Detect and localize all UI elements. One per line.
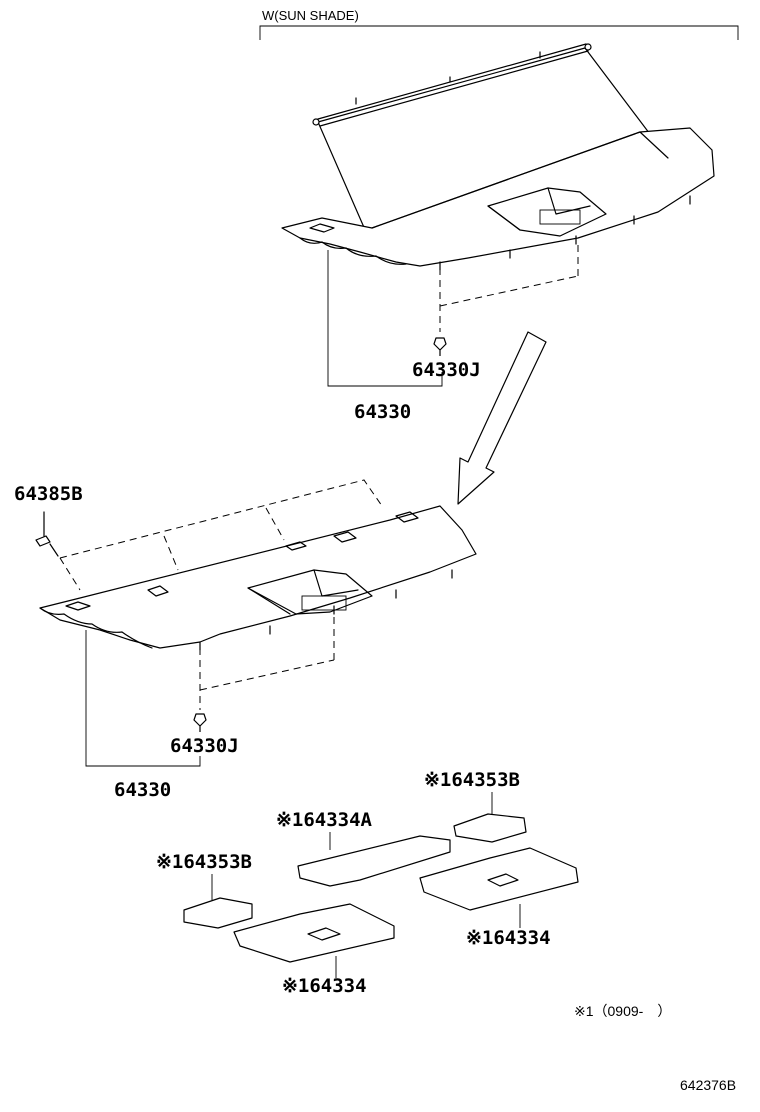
mat-left-small	[183, 897, 253, 929]
upper-assembly: W(SUN SHADE) 64330J 64330	[259, 8, 739, 423]
mat-right-small	[453, 813, 527, 843]
upper-clip-projection	[439, 240, 579, 332]
sun-shade-roller	[317, 43, 589, 127]
screw-icon	[35, 535, 51, 547]
assembly-arrow-icon	[457, 331, 547, 505]
mat-right-large	[419, 847, 579, 911]
screw-callout: 64385B	[14, 483, 83, 505]
lower-package-tray	[39, 505, 477, 649]
lower-clip-icon	[193, 713, 207, 732]
mat-left-large	[233, 903, 395, 963]
variant-label: W(SUN SHADE)	[262, 8, 359, 23]
upper-clip-callout: 64330J	[412, 359, 481, 381]
mat-center-long	[297, 835, 451, 887]
mat-left-large-callout: ※164334	[282, 975, 367, 997]
lower-assembly: 64385B 64330J 64330	[14, 479, 477, 801]
upper-tray-callout: 64330	[354, 401, 411, 423]
footnote: ※1（0909- ）	[574, 1003, 671, 1019]
mat-left-small-callout: ※164353B	[156, 851, 252, 873]
upper-tray-leader	[327, 250, 443, 387]
mat-right-large-callout: ※164334	[466, 927, 551, 949]
figure-id: 642376B	[680, 1077, 736, 1093]
mats-group: ※164353B ※164334A ※164353B ※164334 ※1643…	[156, 769, 579, 997]
lower-tray-leader	[85, 630, 201, 767]
variant-bracket	[259, 25, 739, 40]
lower-dashed-outline	[59, 479, 383, 591]
lower-tray-callout: 64330	[114, 779, 171, 801]
mat-center-long-callout: ※164334A	[276, 809, 373, 831]
mat-right-small-callout: ※164353B	[424, 769, 520, 791]
upper-clip-icon	[433, 337, 447, 356]
lower-clip-callout: 64330J	[170, 735, 239, 757]
lower-clip-projection	[199, 614, 335, 710]
